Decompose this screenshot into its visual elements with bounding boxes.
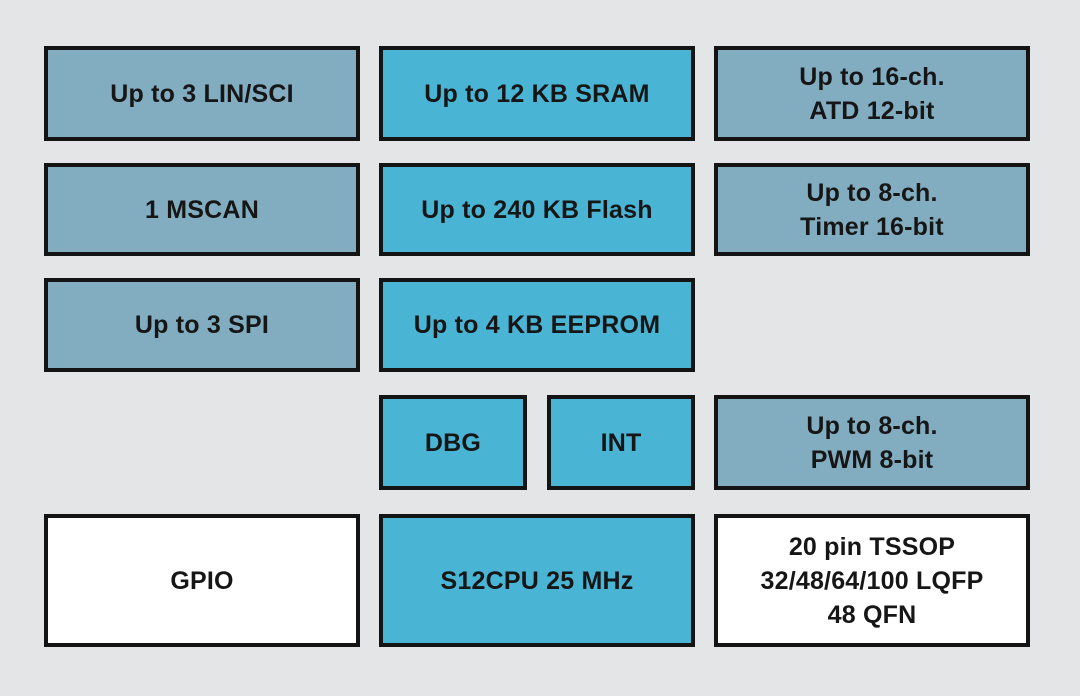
block-dbg-label: DBG — [424, 428, 482, 457]
block-spi: Up to 3 SPI — [44, 278, 360, 372]
block-mscan: 1 MSCAN — [44, 163, 360, 256]
block-package-line1: 20 pin TSSOP — [788, 532, 956, 561]
block-pwm-line2: PWM 8-bit — [810, 445, 934, 474]
block-atd: Up to 16-ch. ATD 12-bit — [714, 46, 1030, 141]
block-cpu-label: S12CPU 25 MHz — [440, 566, 634, 595]
block-package-line2: 32/48/64/100 LQFP — [760, 566, 984, 595]
block-dbg: DBG — [379, 395, 527, 490]
block-sram-label: Up to 12 KB SRAM — [424, 79, 650, 108]
block-lin-sci: Up to 3 LIN/SCI — [44, 46, 360, 141]
block-mscan-label: 1 MSCAN — [145, 195, 259, 224]
block-sram: Up to 12 KB SRAM — [379, 46, 695, 141]
block-atd-line1: Up to 16-ch. — [799, 62, 945, 91]
block-gpio-label: GPIO — [170, 566, 234, 595]
block-package-options: 20 pin TSSOP 32/48/64/100 LQFP 48 QFN — [714, 514, 1030, 647]
block-gpio: GPIO — [44, 514, 360, 647]
block-timer: Up to 8-ch. Timer 16-bit — [714, 163, 1030, 256]
block-spi-label: Up to 3 SPI — [134, 311, 270, 339]
block-pwm-line1: Up to 8-ch. — [806, 411, 938, 440]
block-int-label: INT — [600, 428, 642, 457]
block-timer-line1: Up to 8-ch. — [806, 178, 938, 207]
block-eeprom-label: Up to 4 KB EEPROM — [413, 311, 661, 339]
block-flash: Up to 240 KB Flash — [379, 163, 695, 256]
block-package-line3: 48 QFN — [827, 600, 917, 629]
block-flash-label: Up to 240 KB Flash — [421, 195, 653, 224]
block-int: INT — [547, 395, 695, 490]
block-lin-sci-label: Up to 3 LIN/SCI — [110, 79, 294, 108]
block-cpu: S12CPU 25 MHz — [379, 514, 695, 647]
block-timer-line2: Timer 16-bit — [800, 212, 944, 241]
block-atd-line2: ATD 12-bit — [809, 96, 935, 125]
block-pwm: Up to 8-ch. PWM 8-bit — [714, 395, 1030, 490]
block-eeprom: Up to 4 KB EEPROM — [379, 278, 695, 372]
